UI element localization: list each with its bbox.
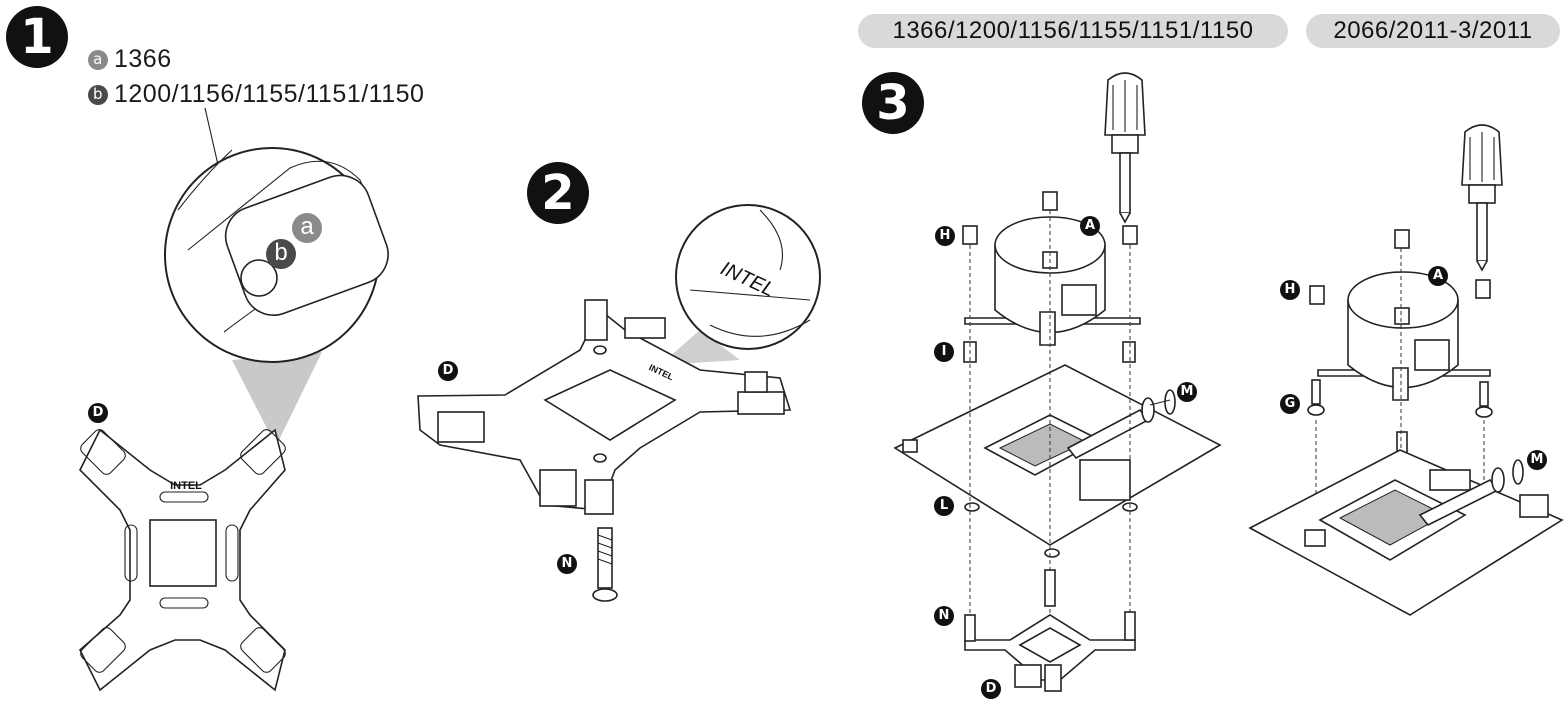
callout-m-step3: M — [1177, 382, 1197, 402]
callout-a-step3: A — [1080, 216, 1100, 236]
step-1-number: 1 — [6, 6, 68, 68]
socket-pill-right: 2066/2011-3/2011 — [1306, 14, 1560, 48]
callout-n-step2: N — [557, 554, 577, 574]
legend-b-marker: b — [88, 84, 108, 105]
callout-d-step2: D — [438, 361, 458, 381]
magnifier-icon — [675, 204, 821, 350]
callout-n-step3: N — [934, 606, 954, 626]
zoom-hole-b: b — [266, 239, 296, 269]
magnifier-icon — [164, 147, 389, 363]
bracket-d-isometric — [417, 299, 792, 515]
legend-b-text: 1200/1156/1155/1151/1150 — [114, 80, 425, 108]
legend-a-text: 1366 — [114, 45, 172, 73]
zoom-hole-a: a — [292, 213, 322, 243]
thermal-paste-syringe-icon — [1418, 459, 1524, 527]
legend-b: b 1200/1156/1155/1151/1150 — [88, 80, 424, 109]
legend-a: a 1366 — [88, 45, 172, 74]
screwdriver-icon — [1461, 124, 1503, 272]
thumbscrews-h-right — [1309, 229, 1491, 325]
screwdriver-icon — [1104, 72, 1146, 224]
callout-d-step1: D — [88, 403, 108, 423]
thermal-paste-syringe-icon — [1066, 389, 1176, 460]
bracket-d-front — [79, 428, 286, 692]
pump-head-a-right — [1317, 271, 1491, 401]
callout-g-step3-right: G — [1280, 394, 1300, 414]
callout-m-step3-right: M — [1527, 450, 1547, 470]
callout-a-step3-right: A — [1428, 266, 1448, 286]
step-2-number: 2 — [527, 162, 589, 224]
callout-i-step3: I — [934, 342, 954, 362]
socket-pill-left: 1366/1200/1156/1155/1151/1150 — [858, 14, 1288, 48]
step-3-number: 3 — [862, 72, 924, 134]
callout-d-step3: D — [981, 679, 1001, 699]
standoffs-g — [1307, 379, 1493, 457]
legend-a-marker: a — [88, 49, 108, 70]
screw-n — [592, 527, 618, 602]
bracket-d-bottom — [964, 569, 1136, 692]
callout-h-step3-right: H — [1280, 280, 1300, 300]
callout-h-step3: H — [935, 226, 955, 246]
bracket-d-front-label: INTEL — [170, 480, 202, 492]
callout-l-step3: L — [934, 496, 954, 516]
